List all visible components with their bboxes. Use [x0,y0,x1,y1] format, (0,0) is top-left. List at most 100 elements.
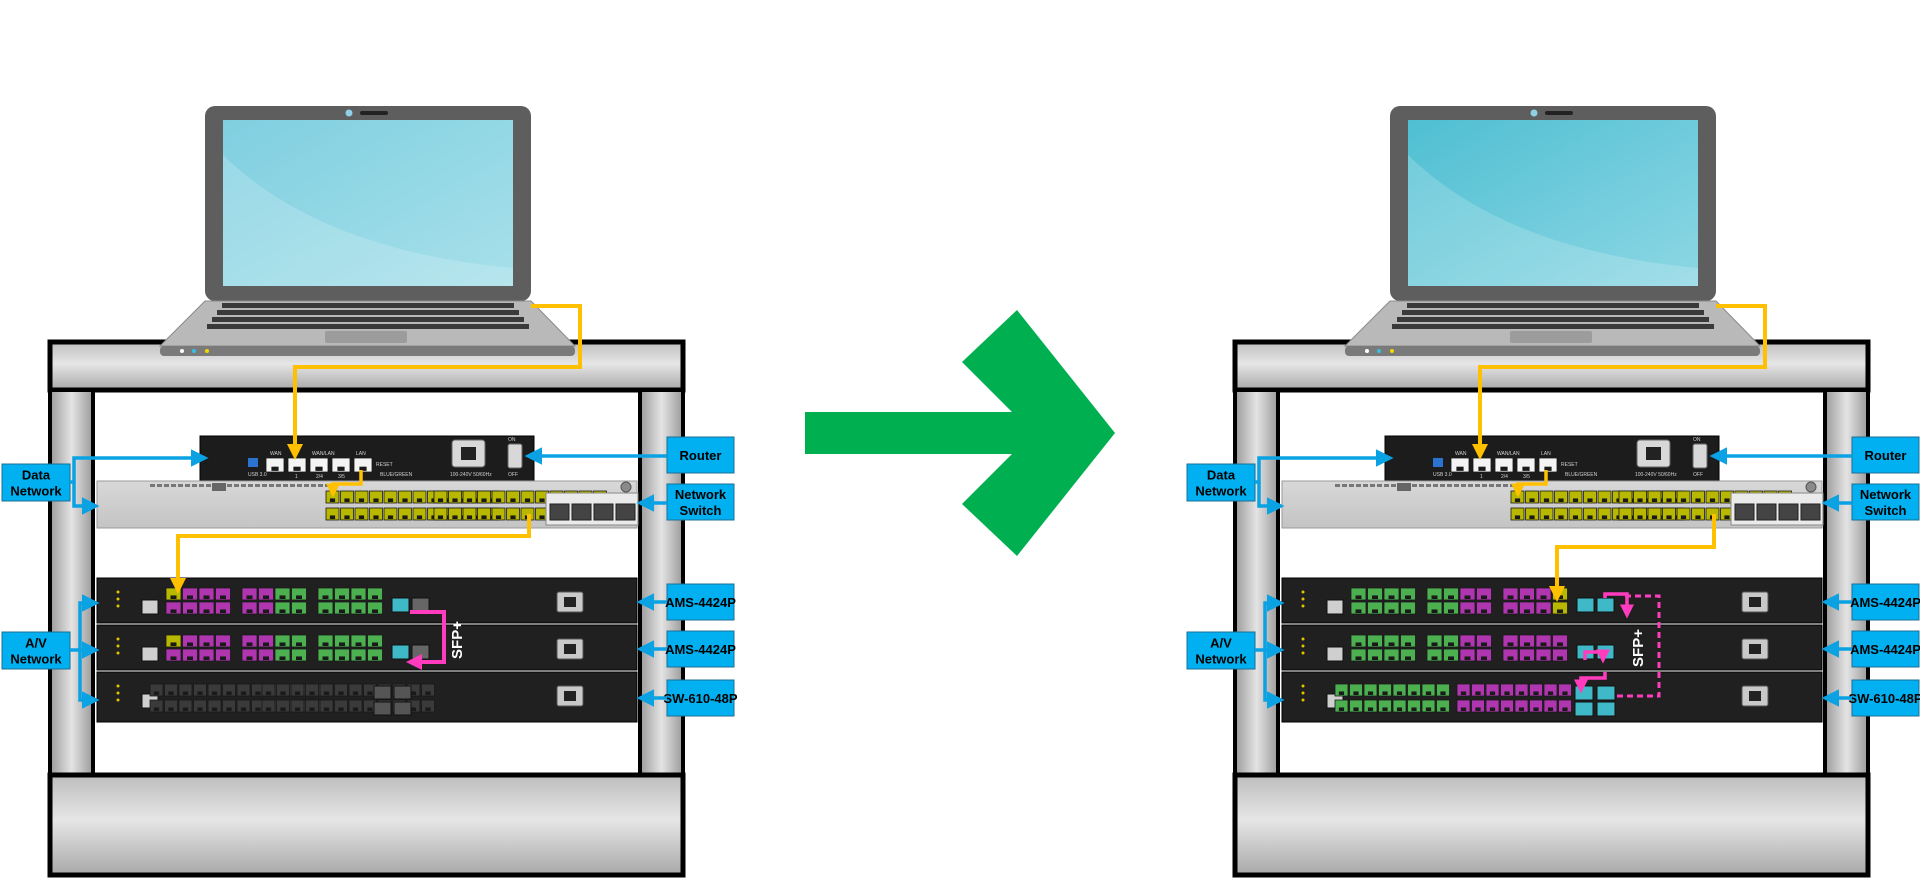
data-arrow-router [70,449,209,484]
router-port-label: RESET [1561,462,1578,468]
switch-port [1691,507,1705,521]
sw-port [1363,683,1378,697]
sfp-slot [571,503,592,521]
switch-port [491,507,506,521]
ams-4424p-device [1281,624,1823,671]
switch-port [1662,490,1676,504]
av-arrow-ams1 [1255,594,1285,652]
switch-port [1691,490,1705,504]
switch-port [1568,507,1583,521]
av-port [198,601,215,615]
sw-port [334,683,348,697]
router-port-label: 2/4 [1501,474,1508,480]
av-port [1502,601,1519,615]
keyboard-row [217,310,519,315]
av-port [291,648,307,662]
switch-port [1554,507,1568,521]
av-port [1476,601,1492,615]
av-port [350,601,367,615]
av-port [1476,587,1492,601]
av-port [367,587,383,601]
sw-port [1500,683,1514,697]
av-port [317,587,334,601]
console-port [141,646,159,662]
av-port [350,587,367,601]
trackpad [1510,331,1592,343]
av-network-callout-text-1: A/V [1210,636,1232,651]
av-port [1552,634,1568,648]
switch-port [1583,490,1597,504]
unit-led [1301,637,1305,641]
sw-port [1421,699,1436,713]
sfp-link-cable [1574,672,1607,694]
router-on-label: ON [508,437,516,443]
sw-610-callout-text: SW-610-48P [1848,691,1920,706]
av-port [274,601,291,615]
data-network-callout-text-1: Data [22,468,51,483]
sw-sfp-slot [373,701,392,716]
router-off-label: OFF [1693,472,1703,478]
sfp-slot [1800,503,1821,521]
sfp-link-cable [1583,649,1610,664]
av-port [1459,601,1476,615]
av-port [165,601,182,615]
sw-port [1471,699,1485,713]
av-port [334,601,350,615]
router-on-label: ON [1693,437,1701,443]
network-switch-callout-text-1: Network [675,487,727,502]
laptop-screen [1408,120,1698,286]
router-port-label: WAN/LAN [312,451,335,457]
keyboard-row [207,324,529,329]
av-port [1519,601,1535,615]
data-network-callout [1,463,71,502]
sw-port [334,699,348,713]
av-port [241,601,258,615]
av-port [1400,648,1416,662]
av-port [1519,587,1535,601]
status-led [1390,349,1394,353]
switch-port [412,507,427,521]
sw-port [1421,683,1436,697]
sw-sfp-slot [1574,701,1594,717]
av-port [198,587,215,601]
switch-port [340,507,354,521]
av-port [367,648,383,662]
sw-port [1558,699,1572,713]
sfp-slot [1778,503,1799,521]
status-led [180,349,184,353]
keyboard-row [1407,303,1699,308]
ams-1-callout-text: AMS-4424P [665,595,736,610]
switch-port [1597,490,1612,504]
switch-logo-icon [620,481,632,493]
switch-port [477,507,491,521]
sw-port [1349,699,1363,713]
ams-1-callout-text: AMS-4424P [1850,595,1920,610]
laptop-front-edge [160,346,575,356]
switch-port [398,490,412,504]
sw-610-callout [666,679,735,717]
switch-port [354,490,369,504]
sw-port [1514,683,1529,697]
unit-led [1301,597,1305,601]
unit-led [1301,644,1305,648]
switch-port [340,490,354,504]
sw-port [222,699,236,713]
av-port [334,648,350,662]
unit-led [1301,691,1305,695]
av-sfp-port [411,597,430,613]
sw-port [305,683,319,697]
switch-port [1618,507,1633,521]
webcam-icon [1530,109,1538,117]
sw-610-48p-device [96,671,638,723]
rack-base [47,772,686,878]
switch-port [433,507,448,521]
av-port [1476,648,1492,662]
switch-port [354,507,369,521]
ams-2-callout-text: AMS-4424P [665,642,736,657]
transition-arrow [805,310,1115,556]
switch-port [462,507,477,521]
sw-port [164,699,178,713]
keyboard-row [222,303,514,308]
status-led [1365,349,1369,353]
